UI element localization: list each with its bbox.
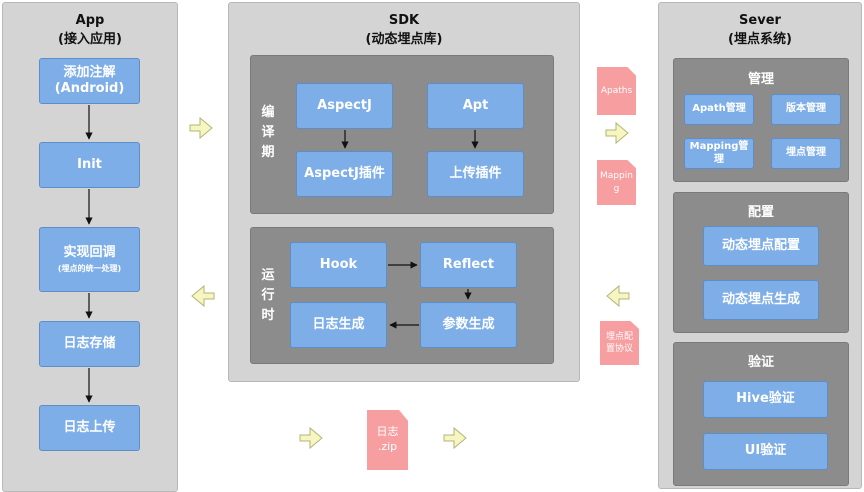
- app-step-log-storage: 日志存储: [39, 321, 140, 367]
- box-label: 动态埋点配置: [721, 237, 800, 253]
- upload-to-server-flow-arrow: [605, 121, 629, 145]
- app-step-label: 日志存储: [63, 335, 116, 351]
- ui-verify-box: UI验证: [703, 433, 828, 470]
- reflect-box: Reflect: [420, 242, 517, 288]
- config-title: 配置: [747, 205, 774, 220]
- hive-verify-box: Hive验证: [703, 381, 828, 418]
- aspectj-box: AspectJ: [296, 83, 393, 129]
- apath-manage-box: Apath管理: [684, 94, 754, 125]
- hook-box: Hook: [290, 242, 387, 288]
- manage-title: 管理: [747, 72, 774, 87]
- config-protocol-document-icon: 埋点配置协议: [600, 321, 639, 365]
- app-step-add-annotation: 添加注解 (Android): [39, 58, 140, 104]
- sdk-title: SDK (动态埋点库): [229, 12, 579, 50]
- document-label: Mapping: [600, 171, 633, 194]
- document-label: 埋点配置协议: [605, 331, 633, 354]
- box-label: Mapping管理: [689, 141, 749, 165]
- app-step-note: (埋点的统一处理): [57, 264, 122, 274]
- tracking-manage-box: 埋点管理: [771, 138, 841, 169]
- app-step-label: Init: [77, 156, 102, 172]
- app-step-sublabel: (Android): [54, 81, 125, 96]
- box-label: 埋点管理: [786, 147, 826, 159]
- compile-label-char: 编: [261, 105, 275, 120]
- box-label: 上传插件: [449, 165, 502, 181]
- box-label: AspectJ插件: [304, 165, 385, 181]
- app-step-label: 添加注解: [63, 64, 116, 80]
- verify-title: 验证: [747, 355, 774, 370]
- box-label: UI验证: [744, 443, 787, 459]
- box-label: 版本管理: [786, 103, 826, 115]
- box-label: Reflect: [442, 256, 495, 272]
- app-title: App (接入应用): [3, 12, 177, 50]
- sdk-to-app-flow-arrow: [189, 116, 213, 140]
- app-from-sdk-flow-arrow: [191, 284, 215, 308]
- app-step-callback: 实现回调 (埋点的统一处理): [39, 227, 140, 292]
- document-label: .zip: [377, 440, 398, 453]
- runtime-label-char: 行: [261, 288, 275, 304]
- sdk-subtitle-text: (动态埋点库): [365, 31, 443, 47]
- document-label: Apaths: [600, 85, 633, 96]
- sdk-title-text: SDK: [388, 13, 420, 28]
- server-subtitle-text: (埋点系统): [728, 31, 792, 47]
- compile-time-label: 编 译 期: [260, 103, 276, 163]
- mapping-manage-box: Mapping管理: [684, 138, 754, 169]
- apt-box: Apt: [427, 83, 524, 129]
- log-to-server-flow-arrow: [443, 426, 467, 450]
- server-to-sdk-flow-arrow: [606, 284, 630, 308]
- box-label: 动态埋点生成: [721, 291, 800, 307]
- apaths-document-icon: Apaths: [597, 67, 636, 115]
- runtime-label: 运 行 时: [260, 266, 276, 326]
- box-label: 日志生成: [312, 316, 365, 332]
- mapping-document-icon: Mapping: [597, 160, 636, 205]
- app-step-init: Init: [39, 142, 140, 188]
- app-subtitle-text: (接入应用): [58, 31, 122, 47]
- box-label: AspectJ: [317, 97, 372, 113]
- app-step-label: 实现回调: [63, 244, 116, 260]
- box-label: 参数生成: [442, 316, 495, 332]
- param-gen-box: 参数生成: [420, 302, 517, 348]
- upload-plugin-box: 上传插件: [427, 151, 524, 197]
- server-title: Sever (埋点系统): [659, 12, 861, 50]
- version-manage-box: 版本管理: [771, 94, 841, 125]
- box-label: Hive验证: [736, 391, 795, 407]
- log-zip-document-icon: 日志 .zip: [367, 410, 408, 470]
- server-title-text: Sever: [739, 13, 781, 28]
- box-label: Apt: [462, 97, 489, 113]
- box-label: Hook: [319, 256, 358, 272]
- app-step-log-upload: 日志上传: [39, 405, 140, 451]
- box-label: Apath管理: [692, 103, 746, 115]
- dynamic-generate-box: 动态埋点生成: [703, 280, 819, 320]
- runtime-label-char: 运: [261, 268, 275, 283]
- runtime-label-char: 时: [261, 308, 275, 324]
- dynamic-config-box: 动态埋点配置: [703, 226, 819, 266]
- app-step-label: 日志上传: [63, 419, 116, 435]
- compile-label-char: 期: [261, 145, 275, 161]
- aspectj-plugin-box: AspectJ插件: [296, 151, 393, 197]
- app-title-text: App: [75, 13, 105, 28]
- log-gen-box: 日志生成: [290, 302, 387, 348]
- compile-label-char: 译: [261, 125, 275, 141]
- app-to-log-flow-arrow: [299, 426, 323, 450]
- document-label: 日志: [376, 425, 399, 439]
